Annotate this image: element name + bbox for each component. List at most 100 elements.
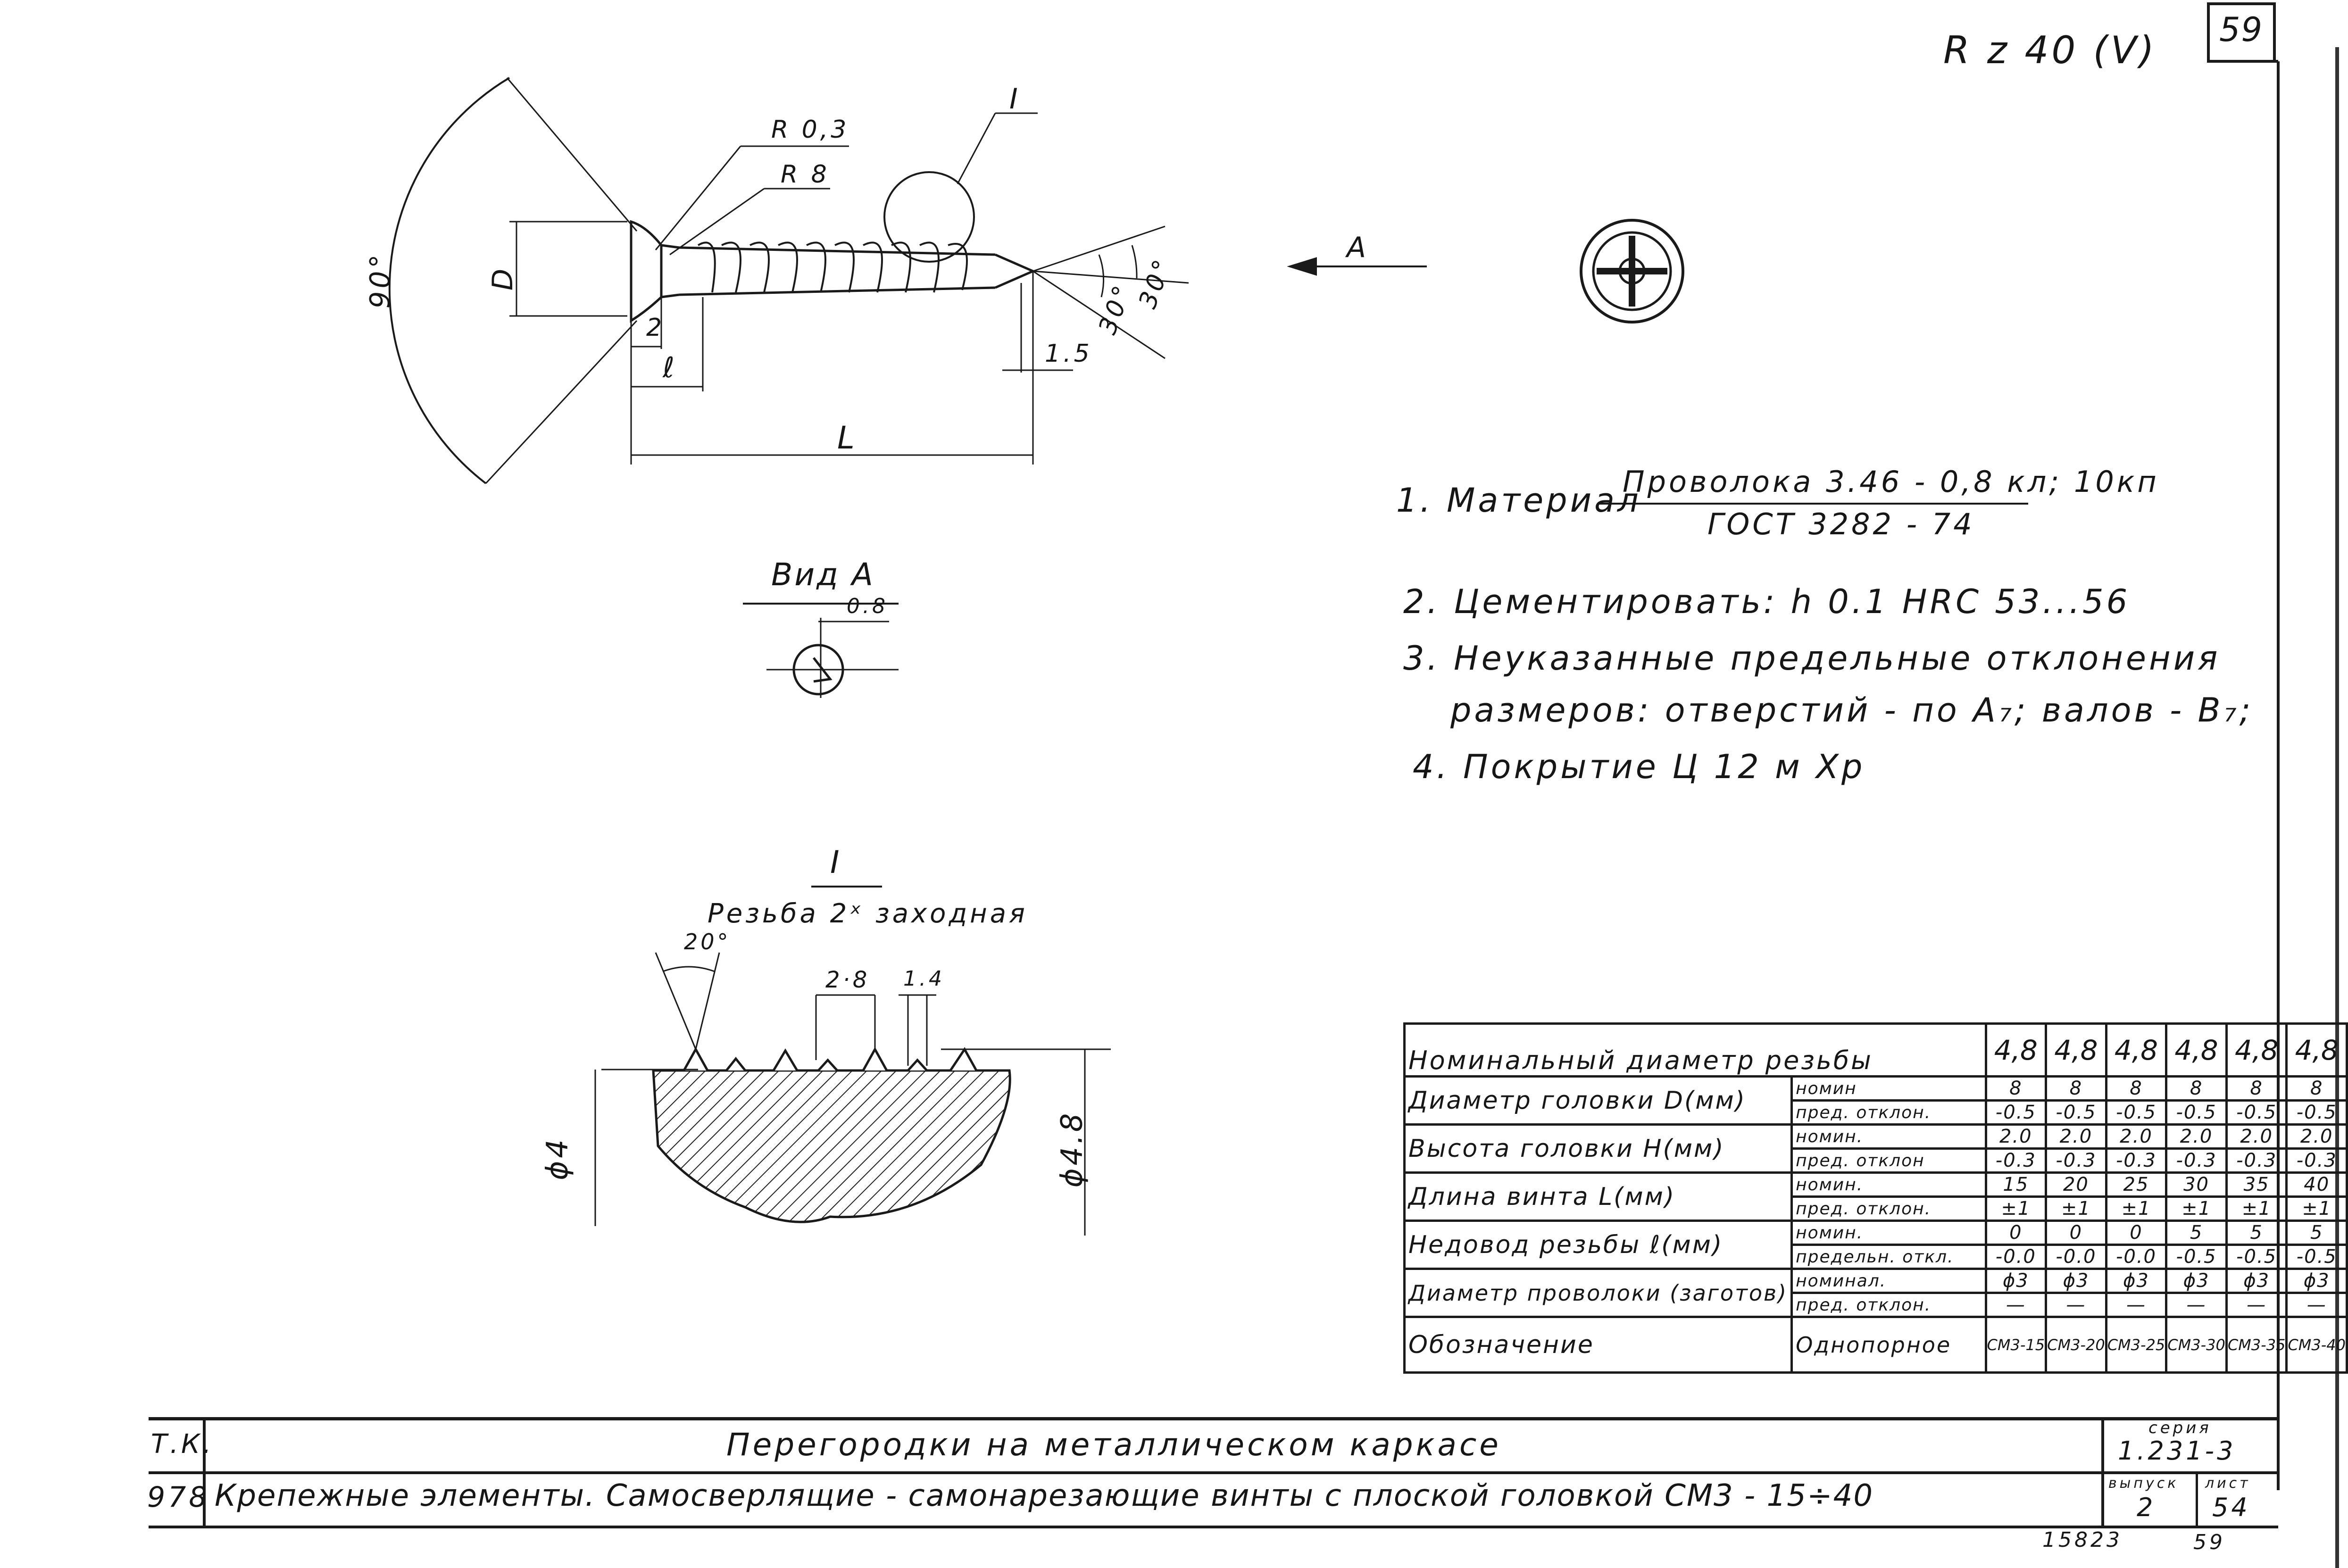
sub-label: номин.: [1790, 1171, 1987, 1198]
sheet-label: лист: [2205, 1475, 2251, 1492]
table-cell: ϕ3: [2225, 1268, 2288, 1294]
table-cell: 30: [2165, 1171, 2228, 1198]
designation-row: Обозначение Однопорное СМ3-15 СМ3-20 СМ3…: [1403, 1316, 2348, 1374]
designation-cell: СМ3-40: [2285, 1316, 2348, 1374]
pitch-1-4-label: 1.4: [903, 967, 945, 991]
table-cell: 2.0: [2105, 1123, 2168, 1150]
screw-side-view: [388, 77, 1189, 484]
angle-90-label: 90°: [364, 251, 396, 309]
table-cell: 2.0: [2285, 1123, 2348, 1150]
series-label: серия: [2148, 1419, 2212, 1437]
table-row: Длина винта L(мм) номин. 15 20 25 30 35 …: [1403, 1171, 2348, 1222]
table-cell: 5: [2165, 1220, 2228, 1246]
table-cell: ϕ3: [2285, 1268, 2348, 1294]
screw-head-end-view: [1580, 219, 1684, 324]
designation-cell: СМ3-15: [1984, 1316, 2048, 1374]
table-row: Высота головки H(мм) номин. 2.0 2.0 2.0 …: [1403, 1123, 2348, 1174]
table-cell: 15: [1984, 1171, 2048, 1198]
dim-d-label: D: [486, 265, 520, 291]
table-row: пред. отклон. — — — — — —: [1405, 1292, 2348, 1318]
note-1-material: Проволока 3.46 - 0,8 кл; 10кп: [1623, 465, 2159, 499]
sub-label: номинал.: [1790, 1268, 1987, 1294]
table-cell: ±1: [2165, 1195, 2228, 1222]
title-block-subtitle: Крепежные элементы. Самосверлящие - само…: [215, 1478, 1874, 1513]
view-arrow-a-label: A: [1347, 231, 1369, 264]
table-row: предельн. откл. -0.0 -0.0 -0.0 -0.5 -0.5…: [1405, 1244, 2348, 1270]
table-cell: ±1: [2225, 1195, 2288, 1222]
table-cell: -0.3: [2165, 1147, 2228, 1174]
table-cell: 20: [2045, 1171, 2107, 1198]
table-cell: -0.0: [2105, 1244, 2168, 1270]
table-cell: -0.5: [1984, 1099, 2048, 1126]
designation-label: Обозначение: [1403, 1316, 1793, 1374]
table-row: Диаметр головки D(мм) номин 8 8 8 8 8 8: [1403, 1075, 2348, 1126]
detail-i-title: I: [830, 844, 842, 880]
title-block-divider-left: [203, 1417, 206, 1528]
table-cell: -0.5: [2105, 1099, 2168, 1126]
designation-cell: СМ3-30: [2165, 1316, 2228, 1374]
table-cell: 8: [2105, 1075, 2168, 1102]
table-cell: 35: [2225, 1171, 2288, 1198]
title-block-code-top: Т.К.: [151, 1429, 214, 1460]
view-a-title: Вид А: [771, 556, 875, 593]
title-block-mid-border: [149, 1471, 2278, 1474]
table-cell: 2.0: [2225, 1123, 2288, 1150]
nominal-value: 4,8: [2225, 1022, 2288, 1078]
note-3-line-1: 3. Неуказанные предельные отклонения: [1403, 639, 2221, 678]
table-cell: -0.5: [2285, 1244, 2348, 1270]
table-cell: -0.3: [2105, 1147, 2168, 1174]
sub-label: предельн. откл.: [1790, 1244, 1987, 1270]
table-cell: -0.3: [2285, 1147, 2348, 1174]
table-cell: 8: [2285, 1075, 2348, 1102]
note-3-line-2: размеров: отверстий - по А₇; валов - В₇;: [1450, 691, 2254, 730]
stamp-number: 15823: [2042, 1528, 2123, 1552]
sheet-page-number: 59: [2219, 10, 2264, 49]
issue-value: 2: [2137, 1493, 2156, 1522]
table-cell: ϕ3: [1984, 1268, 2048, 1294]
nominal-value: 4,8: [2285, 1022, 2348, 1078]
table-cell: -0.0: [1984, 1244, 2048, 1270]
table-cell: 0: [2045, 1220, 2107, 1246]
table-cell: —: [2105, 1292, 2168, 1318]
title-block-bottom-border: [149, 1526, 2278, 1528]
table-cell: -0.0: [2045, 1244, 2107, 1270]
table-cell: 8: [1984, 1075, 2048, 1102]
bottom-page-number: 59: [2193, 1530, 2225, 1554]
table-row: пред. отклон. ±1 ±1 ±1 ±1 ±1 ±1: [1405, 1195, 2348, 1222]
sub-label: номин: [1790, 1075, 1987, 1102]
table-cell: —: [2285, 1292, 2348, 1318]
radius-03-label: R 0,3: [771, 116, 849, 144]
table-cell: 0: [2105, 1220, 2168, 1246]
dim-1-5-label: 1.5: [1045, 340, 1092, 368]
sub-label: номин.: [1790, 1123, 1987, 1150]
table-cell: 8: [2045, 1075, 2107, 1102]
param-thread-runout: Недовод резьбы ℓ(мм): [1403, 1220, 1793, 1270]
dim-l-small-label: ℓ: [663, 351, 677, 384]
view-arrow-a: [1287, 257, 1427, 276]
angle-20-label: 20°: [684, 929, 731, 954]
table-cell: -0.5: [2165, 1099, 2228, 1126]
table-header-row: Номинальный диаметр резьбы 4,8 4,8 4,8 4…: [1403, 1022, 2348, 1078]
table-row: Недовод резьбы ℓ(мм) номин. 0 0 0 5 5 5: [1403, 1220, 2348, 1270]
sub-label: пред. отклон.: [1790, 1292, 1987, 1318]
table-cell: -0.5: [2285, 1099, 2348, 1126]
table-cell: —: [2225, 1292, 2288, 1318]
title-block-divider-sheet: [2196, 1471, 2198, 1528]
sub-label: пред. отклон: [1790, 1147, 1987, 1174]
sub-label: пред. отклон.: [1790, 1195, 1987, 1222]
issue-label: выпуск: [2108, 1475, 2179, 1492]
sub-label: номин.: [1790, 1220, 1987, 1246]
note-4: 4. Покрытие Ц 12 м Хр: [1413, 747, 1865, 786]
table-cell: —: [2165, 1292, 2228, 1318]
table-cell: ±1: [2285, 1195, 2348, 1222]
table-cell: 2.0: [2165, 1123, 2228, 1150]
table-cell: -0.3: [2045, 1147, 2107, 1174]
table-cell: -0.5: [2165, 1244, 2228, 1270]
designation-type: Однопорное: [1790, 1316, 1987, 1374]
spec-table: Номинальный диаметр резьбы 4,8 4,8 4,8 4…: [1403, 1022, 2348, 1374]
table-cell: -0.5: [2045, 1099, 2107, 1126]
param-head-height: Высота головки H(мм): [1403, 1123, 1793, 1174]
table-cell: 0: [1984, 1220, 2048, 1246]
note-1-label: 1. Материал: [1396, 481, 1641, 520]
radius-8-label: R 8: [781, 160, 830, 189]
